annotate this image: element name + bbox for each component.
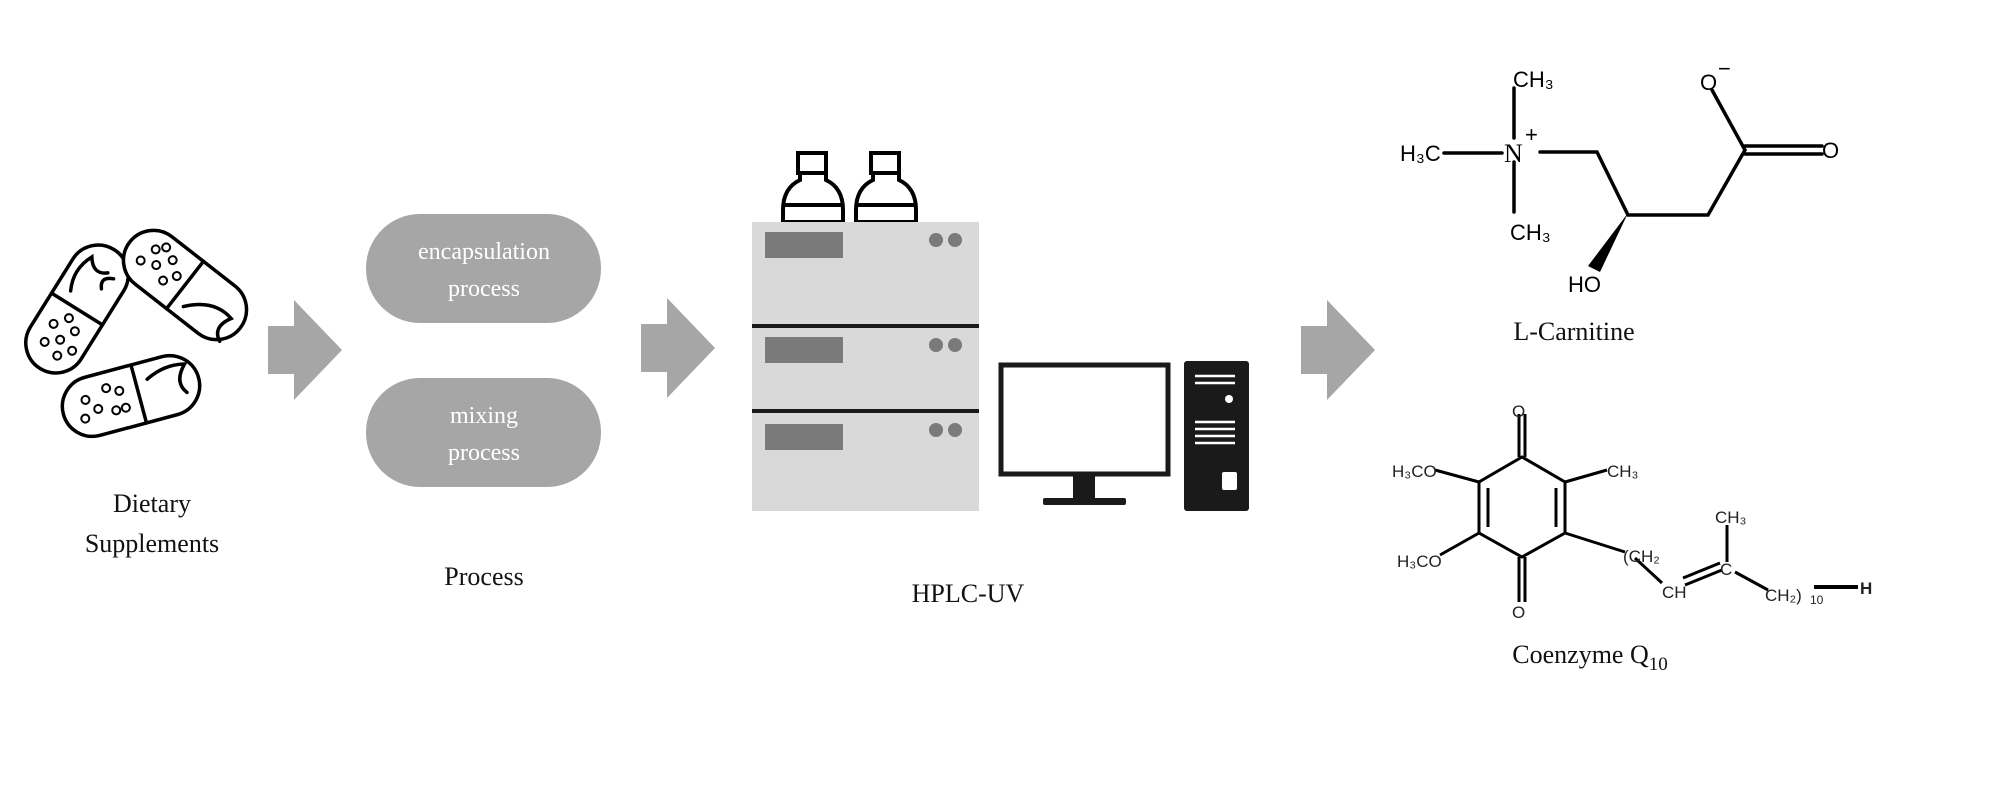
- atom-ch3-chain: CH₃: [1715, 508, 1746, 527]
- computer-tower-icon: [1184, 361, 1249, 511]
- solvent-bottles-icon: [781, 151, 918, 224]
- coq10-name: Coenzyme Q: [1512, 640, 1649, 669]
- l-carnitine-structure: CH₃ H₃C N + CH₃ O − O HO: [1400, 56, 1839, 297]
- atom-ch: CH: [1662, 583, 1687, 602]
- atom-o-double: O: [1822, 138, 1839, 163]
- hplc-instrument: [752, 222, 979, 511]
- atom-ch3-ring: CH₃: [1607, 462, 1638, 481]
- atom-o-minus: O: [1700, 70, 1717, 95]
- atom-ch3-bottom: CH₃: [1510, 220, 1551, 245]
- arrow-icon: [268, 300, 342, 400]
- coq10-subscript: 10: [1649, 654, 1668, 675]
- atom-ho: HO: [1568, 272, 1601, 297]
- dietary-supplements-label-1: Dietary: [113, 489, 191, 518]
- charge-minus: −: [1718, 56, 1731, 81]
- hplc-uv-label: HPLC-UV: [912, 579, 1025, 608]
- mixing-process-pill: mixing process: [366, 378, 601, 487]
- arrow-icon: [641, 298, 715, 398]
- atom-o-bottom: O: [1512, 603, 1525, 622]
- encapsulation-line2: process: [448, 276, 520, 302]
- dietary-supplements-label-2: Supplements: [85, 529, 219, 558]
- monitor-icon: [998, 362, 1171, 505]
- arrow-icon: [1301, 300, 1375, 400]
- atom-h3c: H₃C: [1400, 141, 1441, 166]
- atom-n: N: [1504, 139, 1523, 168]
- coenzyme-q10-structure: O O H₃CO H₃CO CH₃ (CH₂ CH C CH₃ CH₂) 10 …: [1392, 402, 1872, 622]
- atom-ch2-open: (CH₂: [1623, 547, 1660, 566]
- process-label: Process: [444, 562, 523, 591]
- mixing-line1: mixing: [450, 403, 518, 429]
- atom-h3co-bottom: H₃CO: [1397, 552, 1442, 571]
- atom-h: H: [1860, 579, 1872, 598]
- repeat-count: 10: [1810, 593, 1824, 607]
- atom-ch3-top: CH₃: [1513, 67, 1554, 92]
- encapsulation-line1: encapsulation: [418, 239, 550, 265]
- mixing-line2: process: [448, 440, 520, 466]
- atom-h3co-top: H₃CO: [1392, 462, 1437, 481]
- capsules-icon: [24, 228, 249, 439]
- atom-ch2-close: CH₂): [1765, 586, 1802, 605]
- charge-plus: +: [1525, 122, 1538, 147]
- encapsulation-process-pill: encapsulation process: [366, 214, 601, 323]
- coenzyme-q10-label: Coenzyme Q10: [1512, 640, 1667, 675]
- atom-c: C: [1720, 560, 1732, 579]
- l-carnitine-label: L-Carnitine: [1513, 317, 1634, 346]
- atom-o-top: O: [1512, 402, 1525, 421]
